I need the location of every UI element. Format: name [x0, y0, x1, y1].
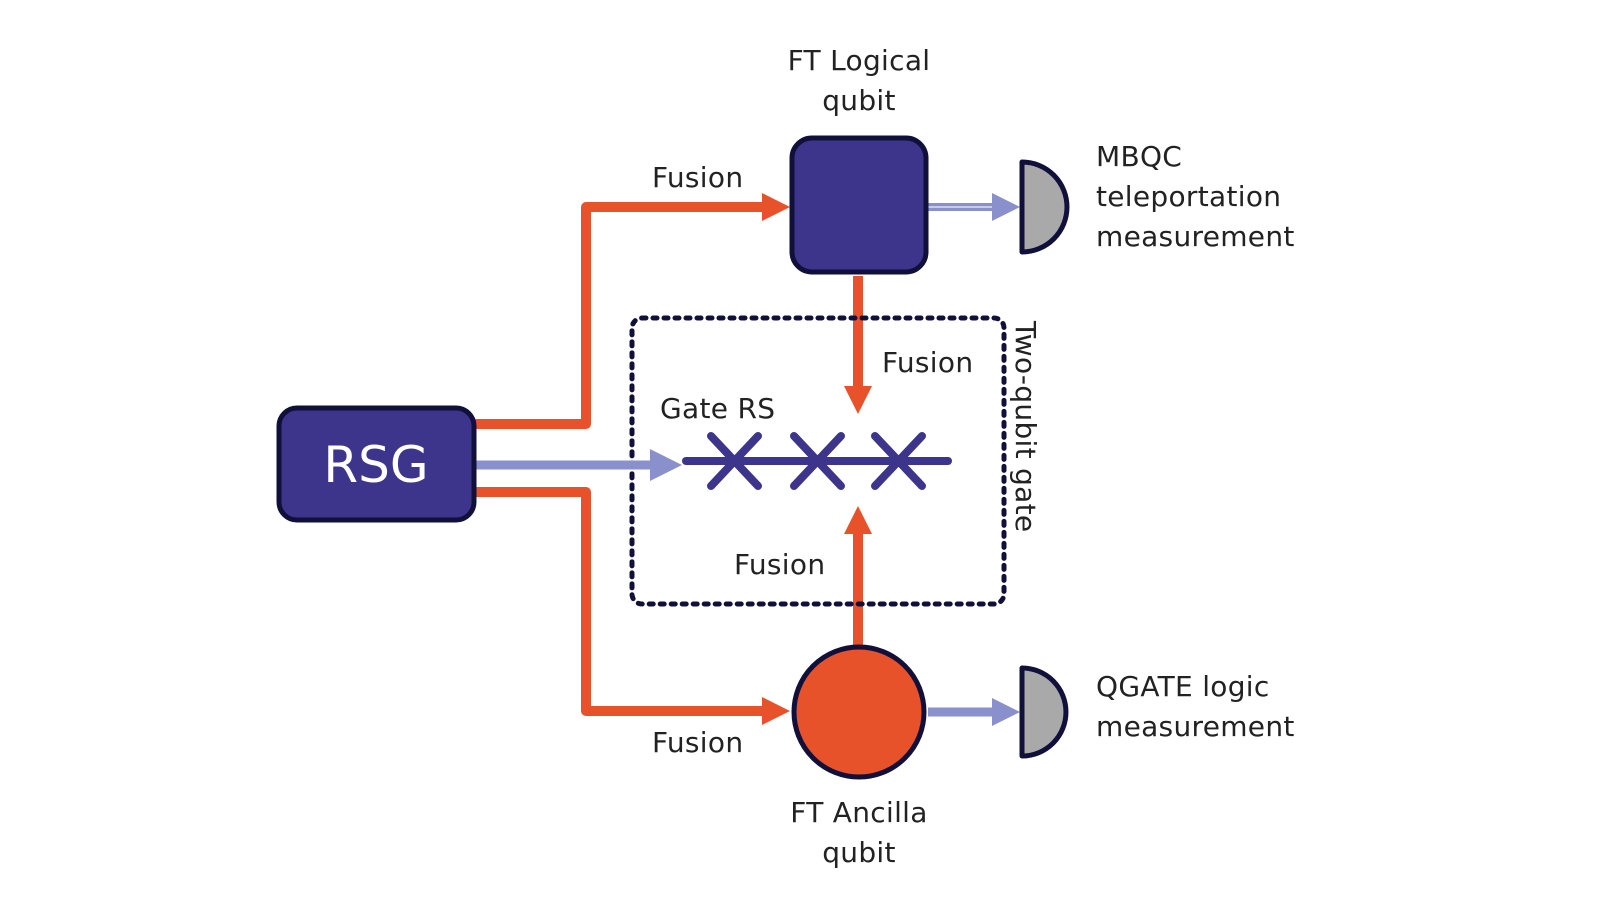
rsg-label: RSG	[323, 436, 428, 494]
mbqc-label-line2: teleportation	[1096, 180, 1281, 213]
fusion-edge-rsg-to-logical	[458, 193, 790, 429]
two-qubit-gate-group: Two-qubit gate	[629, 315, 1042, 607]
logical-qubit-box	[789, 135, 929, 275]
detector-icon	[1019, 665, 1069, 759]
gate-rs-cross-3	[871, 432, 926, 490]
ancilla-qubit-label-line2: qubit	[822, 836, 896, 869]
rsg-node: RSG	[276, 405, 477, 523]
classical-edge-ancilla-to-qgate	[928, 698, 1020, 726]
fusion-edges	[458, 193, 872, 725]
fusion-edge-ancilla-to-gate	[844, 506, 872, 646]
rsg-box	[276, 405, 477, 523]
fusion-arrowhead	[762, 193, 790, 221]
logical-qubit-label-line2: qubit	[822, 84, 896, 117]
ancilla-qubit-label-line1: FT Ancilla	[790, 796, 927, 829]
qgate-label-line2: measurement	[1096, 710, 1295, 743]
fusion-edge-rsg-to-ancilla	[458, 487, 790, 725]
detector-icon	[1019, 159, 1070, 255]
gate-rs-cross-2	[790, 432, 845, 490]
fusion-line	[458, 202, 770, 429]
classical-arrowhead	[650, 449, 682, 481]
mbqc-label-line3: measurement	[1096, 220, 1295, 253]
gate-rs-cross-1	[707, 432, 762, 490]
qgate-detector: QGATE logic measurement	[1019, 665, 1295, 759]
fusion-label-bottom: Fusion	[652, 726, 743, 759]
classical-edges	[458, 193, 1020, 726]
mbqc-detector: MBQC teleportation measurement	[1019, 140, 1295, 255]
classical-arrowhead	[992, 193, 1020, 221]
fusion-label-top: Fusion	[652, 161, 743, 194]
ancilla-qubit-circle	[791, 644, 927, 780]
gate-rs-label: Gate RS	[660, 392, 775, 425]
fusion-arrowhead	[844, 506, 872, 534]
logical-qubit-node: FT Logical qubit	[788, 44, 931, 275]
two-qubit-gate-label: Two-qubit gate	[1009, 320, 1042, 532]
ancilla-qubit-node: FT Ancilla qubit	[790, 644, 927, 869]
fusion-edge-logical-to-gate	[844, 276, 872, 414]
fusion-label-gate-top: Fusion	[882, 346, 973, 379]
fusion-label-gate-bottom: Fusion	[734, 548, 825, 581]
logical-qubit-label-line1: FT Logical	[788, 44, 931, 77]
mbqc-label-line1: MBQC	[1096, 140, 1182, 173]
fusion-arrowhead	[844, 386, 872, 414]
qgate-label-line1: QGATE logic	[1096, 670, 1270, 703]
classical-arrowhead	[992, 698, 1020, 726]
classical-edge-rsg-to-gate	[458, 449, 682, 481]
classical-edge-logical-to-mbqc	[928, 193, 1020, 221]
fusion-arrowhead	[762, 697, 790, 725]
fusion-line	[458, 487, 770, 716]
gate-rs: Gate RS	[660, 392, 952, 490]
